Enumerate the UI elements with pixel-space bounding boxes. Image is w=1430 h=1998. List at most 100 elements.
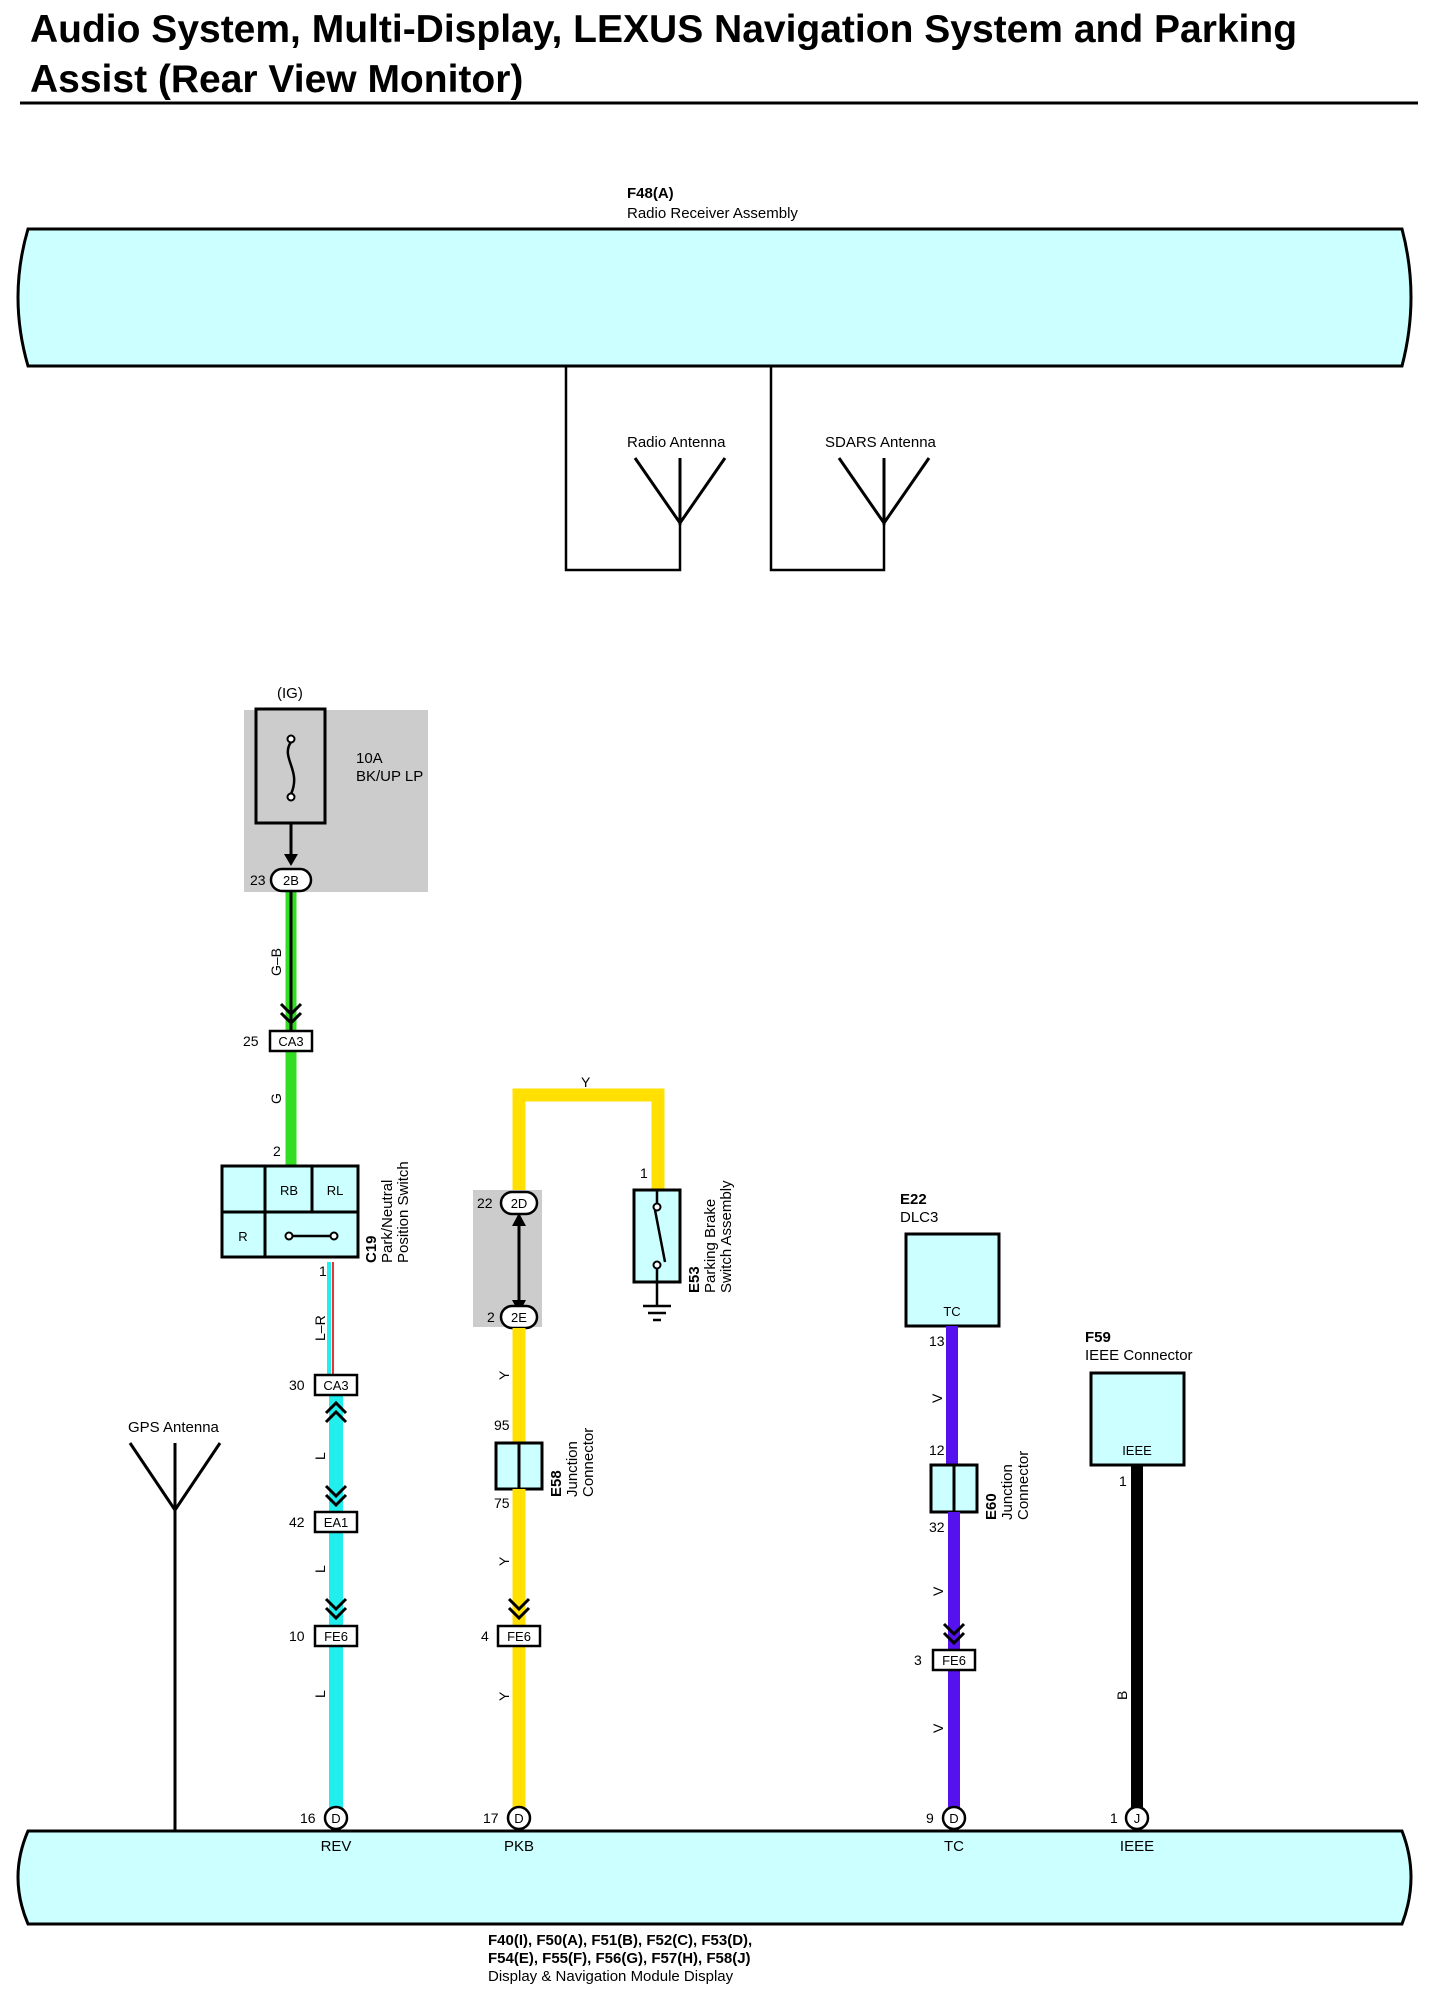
- ieee-connector-code: F59: [1085, 1329, 1111, 1346]
- sdars-antenna-icon: [837, 457, 931, 526]
- chevron-up-icon: [324, 1400, 348, 1424]
- terminal-tc-signal: TC: [944, 1838, 964, 1855]
- ieee-connector-name: IEEE Connector: [1085, 1347, 1193, 1364]
- e58-pin-out: 75: [494, 1495, 510, 1511]
- e58-pin-in: 95: [494, 1417, 510, 1433]
- terminal-rev-pin: 16: [300, 1810, 316, 1826]
- connector-ca3-top: [268, 1029, 314, 1053]
- connector-ca3-top-label: CA3: [278, 1034, 303, 1049]
- gps-antenna-icon: [128, 1442, 222, 1830]
- radio-receiver-assembly: [16, 227, 1413, 368]
- arrow-up-icon: [512, 1213, 526, 1226]
- wire-code-y-top: Y: [581, 1074, 591, 1090]
- park-neutral-position-switch: [220, 1164, 360, 1259]
- junction-connector-e60: [929, 1463, 979, 1514]
- switch-cell-rl: RL: [327, 1183, 344, 1198]
- connector-fe6-tc: [931, 1648, 977, 1672]
- j2e-pin: 2: [487, 1309, 495, 1325]
- e58-name-line1: Junction: [564, 1441, 581, 1497]
- connector-ca3-bottom: [313, 1373, 359, 1397]
- terminal-ieee-connector: J: [1134, 1811, 1141, 1826]
- connector-2e-label: 2E: [511, 1310, 527, 1325]
- ca3-top-pin: 25: [243, 1033, 259, 1049]
- wire-y-top: [512, 1088, 665, 1202]
- wire-code-l-r: L–R: [312, 1315, 328, 1341]
- dlc3-connector: [904, 1232, 1001, 1328]
- radio-receiver-code: F48(A): [627, 185, 674, 202]
- terminal-pkb: [506, 1805, 532, 1831]
- fe6-pkb-pin: 4: [481, 1628, 489, 1644]
- chevron-down-icon: [324, 1597, 348, 1621]
- j2d-pin: 22: [477, 1195, 493, 1211]
- terminal-ieee: [1124, 1805, 1150, 1831]
- fuse-shaded-block: [244, 710, 428, 892]
- connector-2d-label: 2D: [511, 1196, 528, 1211]
- wire-code-g: G: [268, 1093, 284, 1104]
- wire-code-v-2: V: [930, 1586, 946, 1596]
- connector-fe6-rev-label: FE6: [324, 1629, 348, 1644]
- connector-2d: [499, 1190, 539, 1216]
- dlc-name: DLC3: [900, 1209, 938, 1226]
- display-navigation-module: [16, 1829, 1413, 1926]
- wire-code-v-3: V: [930, 1723, 946, 1733]
- ieee-connector: [1089, 1371, 1186, 1467]
- terminal-rev: [323, 1805, 349, 1831]
- wire-code-g-b: G–B: [268, 948, 284, 976]
- connector-ea1-label: EA1: [324, 1515, 349, 1530]
- wire-code-l-2: L: [312, 1565, 328, 1573]
- terminal-rev-signal: REV: [321, 1838, 352, 1855]
- wire-code-l-3: L: [312, 1690, 328, 1698]
- chevron-down-icon: [324, 1484, 348, 1508]
- connector-ea1: [313, 1510, 359, 1534]
- switch-name-line2: Position Switch: [395, 1161, 412, 1263]
- page-title-line1: Audio System, Multi-Display, LEXUS Navig…: [30, 8, 1297, 51]
- connector-2b-label: 2B: [283, 873, 299, 888]
- terminal-ieee-signal: IEEE: [1120, 1838, 1154, 1855]
- connector-fe6-rev: [313, 1624, 359, 1648]
- chevron-down-icon: [507, 1597, 531, 1621]
- fuse-pin: 23: [250, 872, 266, 888]
- radio-antenna-label: Radio Antenna: [627, 434, 726, 451]
- wire-code-y-2: Y: [496, 1556, 512, 1566]
- chevron-down-icon: [279, 1002, 303, 1026]
- terminal-pkb-signal: PKB: [504, 1838, 534, 1855]
- display-module-codes-line1: F40(I), F50(A), F51(B), F52(C), F53(D),: [488, 1932, 752, 1949]
- e60-code: E60: [983, 1493, 1000, 1520]
- wire-code-v-1: V: [929, 1393, 945, 1403]
- switch-pin-in: 2: [273, 1143, 281, 1159]
- connector-fe6-pkb: [496, 1624, 542, 1648]
- e58-name-line2: Connector: [580, 1428, 597, 1497]
- fuse-name: BK/UP LP: [356, 768, 423, 785]
- fe6-rev-pin: 10: [289, 1628, 305, 1644]
- ieee-connector-terminal: IEEE: [1122, 1443, 1152, 1458]
- ground-icon: [643, 1304, 671, 1322]
- switch-cell-r: R: [238, 1229, 247, 1244]
- brake-switch-pin: 1: [640, 1165, 648, 1181]
- fuse-source-label: (IG): [277, 685, 303, 702]
- display-module-codes-line2: F54(E), F55(F), F56(G), F57(H), F58(J): [488, 1950, 751, 1967]
- connector-2b: [269, 867, 313, 893]
- terminal-rev-connector: D: [331, 1811, 340, 1826]
- wire-code-l-1: L: [312, 1452, 328, 1460]
- dlc-code: E22: [900, 1191, 927, 1208]
- sdars-antenna-wire: [769, 366, 886, 572]
- e60-name-line2: Connector: [1015, 1451, 1032, 1520]
- ca3-bottom-pin: 30: [289, 1377, 305, 1393]
- wire-code-y-1: Y: [496, 1370, 512, 1380]
- ieee-connector-pin: 1: [1119, 1473, 1127, 1489]
- radio-receiver-name: Radio Receiver Assembly: [627, 205, 798, 222]
- wire-code-y-3: Y: [496, 1691, 512, 1701]
- dlc-terminal: TC: [943, 1304, 960, 1319]
- wire-code-b: B: [1114, 1691, 1130, 1700]
- brake-switch-name-line1: Parking Brake: [702, 1199, 719, 1293]
- terminal-pkb-connector: D: [514, 1811, 523, 1826]
- fe6-tc-pin: 3: [914, 1652, 922, 1668]
- fuse-arrow-icon: [284, 854, 298, 866]
- switch-code: C19: [363, 1235, 380, 1263]
- switch-pin-out: 1: [319, 1263, 327, 1279]
- junction-connector-e58: [494, 1441, 544, 1491]
- terminal-tc-pin: 9: [926, 1810, 934, 1826]
- switch-name-line1: Park/Neutral: [379, 1180, 396, 1263]
- fuse-rating: 10A: [356, 750, 383, 767]
